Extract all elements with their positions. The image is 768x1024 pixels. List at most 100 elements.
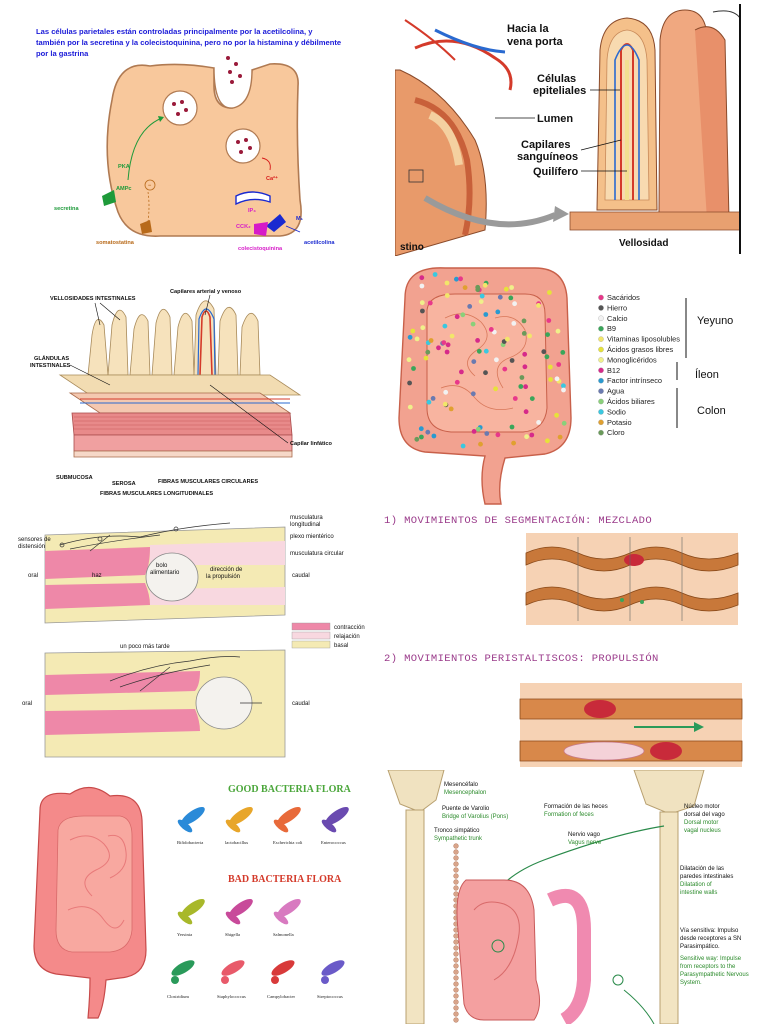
propulsion-green-arrowhead <box>694 722 704 732</box>
muscle-legend-swatch-1 <box>291 631 331 640</box>
colon-folds <box>473 901 520 981</box>
nutrient-dot <box>414 336 420 342</box>
oral-label-2: oral <box>22 701 32 707</box>
bacteria-name: Salmonella <box>273 932 294 937</box>
nutrient-dot <box>471 429 477 434</box>
trunk-ganglion <box>453 993 459 999</box>
bacteria-shape <box>321 976 329 984</box>
nutrient-dot <box>560 350 566 355</box>
nutrient-dot <box>529 396 535 401</box>
nutrient-dot <box>442 401 448 407</box>
bacteria-shape <box>171 960 195 976</box>
via-en-1: Sensitive way: Impulse <box>680 956 742 962</box>
legend-label-3: B9 <box>607 324 616 333</box>
lumen-area <box>428 111 463 166</box>
glandulas-label-1: GLÁNDULAS <box>34 355 69 362</box>
via-label-2: desde receptores a SN <box>680 936 741 942</box>
bacteria-name: Campylobacter <box>267 994 296 999</box>
bacteria-good-2: Escherichia coli <box>273 806 303 845</box>
vena-porta-label-2: vena porta <box>507 36 564 48</box>
nutrient-dot <box>411 366 416 371</box>
cck2-label: CCK₂ <box>236 224 251 230</box>
nutrient-dot <box>460 443 466 449</box>
red-branch <box>404 19 456 61</box>
intestinal-wall-diagram: VELLOSIDADES INTESTINALES Capilares arte… <box>30 289 333 497</box>
trunk-ganglion <box>453 879 459 885</box>
secreted-granules <box>226 56 242 84</box>
zoom-box <box>408 169 424 183</box>
movements-panel: 1) MOVIMIENTOS DE SEGMENTACIÓN: MEZCLADO… <box>384 505 768 767</box>
somatostatin-path <box>147 191 150 223</box>
nutrient-dot <box>547 364 553 370</box>
acetilcolina-label: acetilcolina <box>304 240 335 246</box>
nutrient-dot <box>511 321 517 326</box>
trunk-ganglion <box>453 957 459 963</box>
bacteria-name: Yersinia <box>177 932 192 937</box>
parietal-cell-panel: Las células parietales están controladas… <box>0 0 384 256</box>
formacion-label: Formación de las heces <box>544 804 608 810</box>
villi-row <box>87 300 261 376</box>
nutrient-dot <box>483 370 488 376</box>
nutrient-dot <box>561 387 566 393</box>
movements-diagram: 1) MOVIMIENTOS DE SEGMENTACIÓN: MEZCLADO… <box>384 513 743 767</box>
intestine-loops <box>67 834 127 929</box>
nutrient-dot <box>476 348 482 354</box>
parietal-cell-diagram: Las células parietales están controladas… <box>36 27 341 252</box>
trunk-ganglion <box>453 933 459 939</box>
nutrient-dot <box>544 354 550 360</box>
nutrient-dot <box>467 304 473 309</box>
nucleo-label-1: Núcleo motor <box>684 804 720 810</box>
trunk-label: Sympathetic trunk <box>434 836 483 842</box>
bolus-peristalsis-3 <box>650 742 682 760</box>
nutrient-dot <box>483 348 489 354</box>
dilatacion-label-2: paredes intestinales <box>680 874 733 880</box>
bacteria-shape <box>271 960 295 976</box>
bacteria-shape <box>177 911 193 925</box>
nutrient-dot <box>541 349 547 355</box>
villus-right-2 <box>694 26 730 221</box>
quilifero-label: Quilífero <box>533 166 579 178</box>
trunk-ganglion <box>453 885 459 891</box>
caudal-label-1: caudal <box>292 573 310 579</box>
nutrient-dot <box>443 389 449 395</box>
bacteria-shape <box>271 976 279 984</box>
bacteria-shape <box>225 911 241 925</box>
legend-label-2: Calcio <box>607 314 628 323</box>
bacteria-shape <box>325 806 349 826</box>
sensores-label-1: sensores de <box>18 537 51 543</box>
bacteria-bad-2: Salmonella <box>273 898 301 937</box>
bacteria-shape <box>321 960 345 976</box>
nutrient-dot <box>430 396 436 401</box>
nutrient-dot <box>522 364 528 370</box>
nutrient-dot <box>495 432 501 438</box>
segment-markers <box>577 537 683 621</box>
legend-label-1: Hierro <box>607 303 627 312</box>
green-arrowhead <box>158 116 164 122</box>
stino-label: stino <box>400 242 424 253</box>
bacteria-shape <box>277 898 301 918</box>
nutrient-dot <box>483 312 489 317</box>
nutrient-dot <box>509 358 515 363</box>
vellosidades-leader-2 <box>99 302 121 321</box>
legend-label-9: Agua <box>607 387 625 396</box>
segmentation-heading: 1) MOVIMIENTOS DE SEGMENTACIÓN: MEZCLADO <box>384 513 652 527</box>
via-label-3: Parasimpático. <box>680 944 720 950</box>
caption-line-3: por la gastrina <box>36 49 89 58</box>
legend-label-12: Potasio <box>607 418 632 427</box>
tronco-label: Tronco simpático <box>434 828 480 834</box>
bacteria-name: lactobacillus <box>225 840 248 845</box>
tarde-label: un poco más tarde <box>120 644 170 650</box>
legend-swatch-10 <box>598 398 604 405</box>
celulas-label-2: epiteliales <box>533 85 586 97</box>
vesicle-2 <box>225 128 261 164</box>
nutrient-dot <box>420 325 426 331</box>
nutrient-dot <box>407 404 413 410</box>
pons-label: Bridge of Varolius (Pons) <box>442 814 508 820</box>
nutrient-dot <box>459 369 464 375</box>
legend-label-6: Monoglicéridos <box>607 355 657 364</box>
haz-label: haz <box>92 573 102 579</box>
